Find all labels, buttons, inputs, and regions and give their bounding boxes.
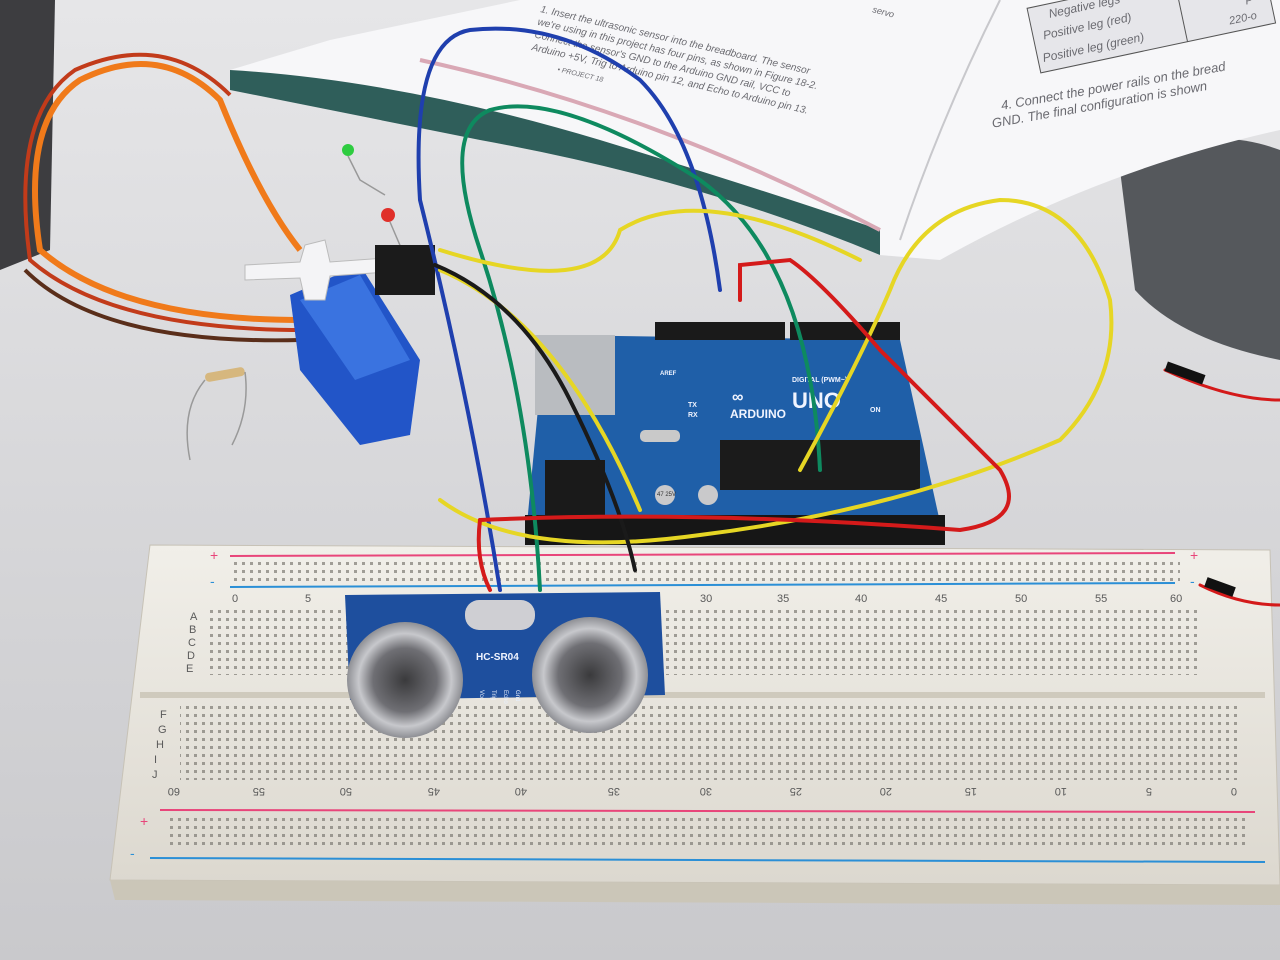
row-letter: I	[154, 754, 157, 766]
servo-wire-brown	[23, 268, 301, 343]
sensor-pin-label: Trig	[490, 690, 496, 700]
column-number: 0	[1231, 785, 1237, 797]
rail-plus-label: +	[210, 547, 218, 563]
book-table: Negative legs Positive leg (red) Positiv…	[1026, 0, 1277, 74]
breadboard: + - + - + - A B C D E F G H I J 0 5 30 35 40…	[109, 544, 1280, 905]
resistor	[205, 367, 245, 382]
column-number: 35	[608, 785, 620, 797]
table-cell: 220-o	[1227, 10, 1258, 28]
sensor-transducer-right	[532, 617, 648, 733]
column-number: 35	[777, 593, 789, 605]
column-number: 55	[1095, 593, 1107, 605]
row-letter: C	[188, 637, 196, 649]
column-number: 40	[515, 785, 527, 797]
digital-header	[655, 322, 785, 340]
servo-wire-red	[23, 52, 306, 332]
column-number: 5	[305, 593, 311, 605]
rail-plus-label: +	[140, 813, 148, 829]
column-numbers-top: 0 5 30 35 40 45 50 55 60	[232, 593, 1182, 605]
book: 1. Insert the ultrasonic sensor into the…	[230, 0, 1280, 260]
row-letter: J	[152, 769, 158, 781]
row-letter: D	[187, 650, 195, 662]
column-number: 0	[232, 593, 238, 605]
column-number: 50	[1015, 593, 1027, 605]
usb-port	[535, 335, 615, 415]
bottom-minus-rail-line	[149, 857, 1266, 863]
column-number: 55	[253, 785, 265, 797]
wire-black	[433, 263, 637, 572]
column-number: 60	[1170, 593, 1182, 605]
column-number: 15	[965, 785, 977, 797]
capacitor	[698, 485, 718, 505]
tx-label: TX	[688, 402, 697, 409]
column-number: 30	[700, 785, 712, 797]
column-number: 50	[340, 785, 352, 797]
capacitor	[655, 485, 675, 505]
column-number: 30	[700, 593, 712, 605]
ultrasonic-sensor: HC-SR04 Vcc Trig Echo Gnd	[345, 592, 665, 738]
column-number: 40	[855, 593, 867, 605]
sensor-label: HC-SR04	[476, 652, 519, 663]
column-number: 10	[1055, 785, 1067, 797]
wire-yellow	[438, 197, 1114, 545]
sensor-crystal	[465, 600, 535, 630]
sensor-pin-label: Gnd	[514, 690, 520, 701]
digital-header	[790, 322, 900, 340]
crystal	[640, 430, 680, 442]
laptop-edge	[0, 0, 55, 270]
column-number: 45	[935, 593, 947, 605]
capacitor-label: 47 25V	[657, 492, 676, 498]
row-letter: E	[186, 663, 193, 675]
row-letter: F	[160, 709, 167, 721]
top-minus-rail-line	[229, 582, 1176, 588]
rail-minus-label: -	[1190, 573, 1195, 589]
row-letters: A B C D E F G H I J	[152, 611, 198, 781]
column-number: 5	[1146, 785, 1152, 797]
led-green	[342, 144, 354, 156]
row-letter: G	[158, 724, 167, 736]
column-number: 20	[880, 785, 892, 797]
table-cell: P	[1244, 0, 1254, 8]
bottom-plus-rail-line	[159, 809, 1256, 813]
column-number: 60	[168, 785, 180, 797]
loose-wire-red	[1198, 583, 1280, 607]
rail-minus-label: -	[130, 845, 135, 861]
aref-label: AREF	[660, 371, 677, 377]
rail-plus-label: +	[1190, 547, 1198, 563]
rail-minus-label: -	[210, 573, 215, 589]
servo-wire-orange	[32, 61, 303, 323]
gray-object	[1120, 138, 1280, 360]
column-number: 45	[428, 785, 440, 797]
arduino-infinity-logo: ∞	[732, 389, 743, 406]
row-letter: B	[189, 624, 196, 636]
led-red	[381, 208, 395, 222]
sensor-pin-label: Vcc	[478, 690, 484, 700]
wire-red	[478, 257, 1011, 533]
rx-label: RX	[688, 412, 698, 419]
on-label: ON	[870, 407, 881, 414]
wire-blue	[416, 26, 722, 592]
servo-motor	[244, 239, 435, 445]
column-number: 25	[790, 785, 802, 797]
sensor-transducer-left	[347, 622, 463, 738]
jumper-wires	[416, 26, 1280, 607]
top-plus-rail-line	[229, 552, 1176, 557]
arduino-logo-text: ARDUINO	[730, 407, 786, 421]
power-jack	[545, 460, 605, 520]
digital-label: DIGITAL (PWM~)	[792, 377, 847, 384]
sensor-pin-label: Echo	[502, 690, 508, 704]
servo-connector	[375, 245, 435, 295]
row-letter: A	[190, 611, 198, 623]
arduino-uno-board: 47 25V ARDUINO UNO ∞ DIGITAL (PWM~) ON T…	[525, 322, 945, 545]
row-letter: H	[156, 739, 164, 751]
